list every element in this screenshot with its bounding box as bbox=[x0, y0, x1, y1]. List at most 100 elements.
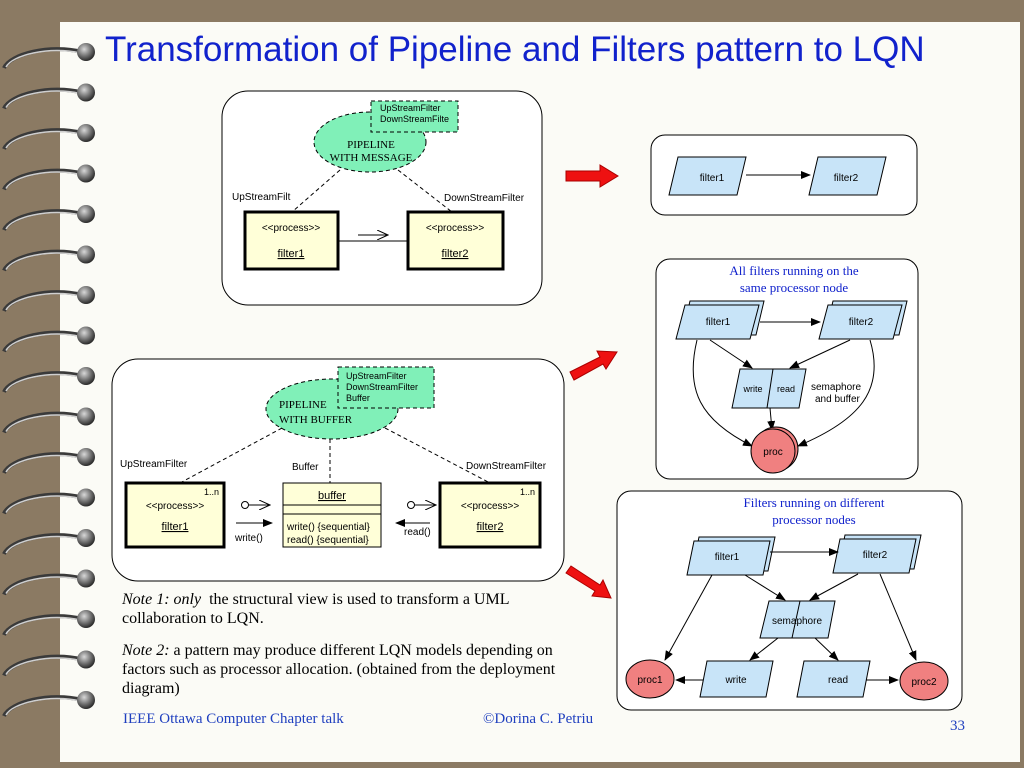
lqn3-heading: Filters running on different bbox=[744, 495, 885, 510]
ellipse-label: PIPELINE bbox=[347, 139, 395, 151]
spiral-ring-icon bbox=[2, 124, 95, 151]
note-2: Note 2: a pattern may produce different … bbox=[122, 641, 572, 698]
buffer-name: buffer bbox=[318, 490, 346, 502]
entry-read: read bbox=[777, 384, 795, 394]
stereotype: <<process>> bbox=[461, 501, 520, 512]
spiral-ring-icon bbox=[2, 83, 95, 110]
red-arrow-icon bbox=[569, 350, 618, 381]
processor-label: proc1 bbox=[637, 675, 662, 686]
filter1-class bbox=[124, 481, 226, 549]
roles-box-line: UpStreamFilter bbox=[380, 103, 441, 113]
roles-box-line: UpStreamFilter bbox=[346, 371, 407, 381]
role-label-left: UpStreamFilt bbox=[232, 192, 291, 203]
spiral-ring-icon bbox=[2, 529, 95, 556]
semaphore-label: semaphore bbox=[811, 382, 861, 393]
processor-proc1 bbox=[625, 659, 675, 699]
collaboration-message: UpStreamFilter DownStreamFilte PIPELINE … bbox=[221, 90, 543, 306]
spiral-ring-icon bbox=[2, 245, 95, 272]
filter1-name: filter1 bbox=[278, 248, 305, 260]
spiral-ring-icon bbox=[2, 488, 95, 515]
processor-label: proc bbox=[763, 447, 782, 458]
semaphore-task bbox=[731, 368, 807, 409]
task-filter1 bbox=[668, 156, 747, 196]
task-label: write bbox=[724, 675, 747, 686]
filter2-class bbox=[438, 481, 542, 549]
stereotype: <<process>> bbox=[146, 501, 205, 512]
processor-proc bbox=[750, 428, 796, 474]
task-read bbox=[796, 660, 871, 698]
buffer-class bbox=[282, 482, 382, 548]
lqn-model-2: All filters running on the same processo… bbox=[655, 258, 919, 480]
task-filter1 bbox=[686, 540, 771, 576]
read-label: read() bbox=[404, 527, 431, 538]
spiral-ring-icon bbox=[2, 407, 95, 434]
spiral-ring-icon bbox=[2, 569, 95, 596]
roles-box-line: DownStreamFilter bbox=[346, 382, 418, 392]
task-filter2 bbox=[808, 156, 887, 196]
multiplicity: 1..n bbox=[520, 487, 535, 497]
lqn-model-3: Filters running on different processor n… bbox=[616, 490, 963, 711]
task-label: filter1 bbox=[715, 552, 740, 563]
roles-box bbox=[337, 366, 435, 409]
ellipse-label: WITH BUFFER bbox=[279, 414, 353, 426]
roles-box bbox=[370, 100, 459, 133]
task-label: filter2 bbox=[849, 317, 874, 328]
task-label: read bbox=[828, 675, 848, 686]
ellipse-label: WITH MESSAGE bbox=[330, 152, 413, 164]
semaphore-task bbox=[759, 600, 836, 639]
spiral-ring-icon bbox=[2, 650, 95, 677]
buffer-op: read() {sequential} bbox=[287, 535, 369, 546]
lqn2-heading: All filters running on the bbox=[729, 263, 858, 278]
task-filter1 bbox=[675, 304, 760, 340]
semaphore-label: and buffer bbox=[815, 394, 861, 405]
stereotype: <<process>> bbox=[262, 223, 321, 234]
filter1-class bbox=[243, 210, 340, 271]
collaboration-buffer: UpStreamFilter DownStreamFilter Buffer P… bbox=[111, 358, 565, 582]
lqn2-heading: same processor node bbox=[740, 280, 849, 295]
spiral-ring-icon bbox=[2, 448, 95, 475]
processor-proc2 bbox=[899, 661, 949, 701]
stereotype: <<process>> bbox=[426, 223, 485, 234]
ellipse-label: PIPELINE bbox=[279, 399, 327, 411]
note-1: Note 1: only the structural view is used… bbox=[122, 590, 572, 628]
page-number: 33 bbox=[950, 718, 965, 734]
footer-author: ©Dorina C. Petriu bbox=[483, 711, 594, 727]
red-arrow-icon bbox=[565, 164, 619, 188]
semaphore-label: semaphore bbox=[772, 616, 822, 627]
spiral-ring-icon bbox=[2, 164, 95, 191]
footer-left: IEEE Ottawa Computer Chapter talk bbox=[123, 711, 344, 727]
entry-write: write bbox=[742, 384, 762, 394]
task-label: filter1 bbox=[706, 317, 731, 328]
task-label: filter2 bbox=[834, 173, 859, 184]
filter2-class bbox=[406, 210, 505, 271]
note-2-text: a pattern may produce different LQN mode… bbox=[122, 642, 556, 697]
role-label-right: DownStreamFilter bbox=[466, 461, 547, 472]
spiral-ring-icon bbox=[2, 43, 95, 70]
spiral-binding bbox=[2, 43, 95, 718]
spiral-ring-icon bbox=[2, 610, 95, 637]
multiplicity: 1..n bbox=[204, 487, 219, 497]
spiral-ring-icon bbox=[2, 286, 95, 313]
spiral-ring-icon bbox=[2, 326, 95, 353]
lqn-model-1: filter1 filter2 bbox=[650, 134, 918, 216]
write-label: write() bbox=[234, 533, 263, 544]
role-label-mid: Buffer bbox=[292, 462, 319, 473]
red-arrow-icon bbox=[565, 565, 612, 599]
lqn3-heading: processor nodes bbox=[772, 512, 855, 527]
task-label: filter2 bbox=[863, 550, 888, 561]
roles-box-line: Buffer bbox=[346, 393, 370, 403]
roles-box-line: DownStreamFilte bbox=[380, 114, 449, 124]
filter2-name: filter2 bbox=[477, 521, 504, 533]
processor-label: proc2 bbox=[911, 677, 936, 688]
role-label-left: UpStreamFilter bbox=[120, 459, 188, 470]
buffer-op: write() {sequential} bbox=[286, 522, 370, 533]
task-label: filter1 bbox=[700, 173, 725, 184]
spiral-ring-icon bbox=[2, 205, 95, 232]
note-1-text: the structural view is used to transform… bbox=[122, 591, 509, 627]
slide-title: Transformation of Pipeline and Filters p… bbox=[105, 30, 925, 69]
note-1-prefix: Note 1: only bbox=[122, 591, 202, 608]
task-filter2 bbox=[818, 304, 903, 340]
filter1-name: filter1 bbox=[162, 521, 189, 533]
spiral-ring-icon bbox=[2, 367, 95, 394]
